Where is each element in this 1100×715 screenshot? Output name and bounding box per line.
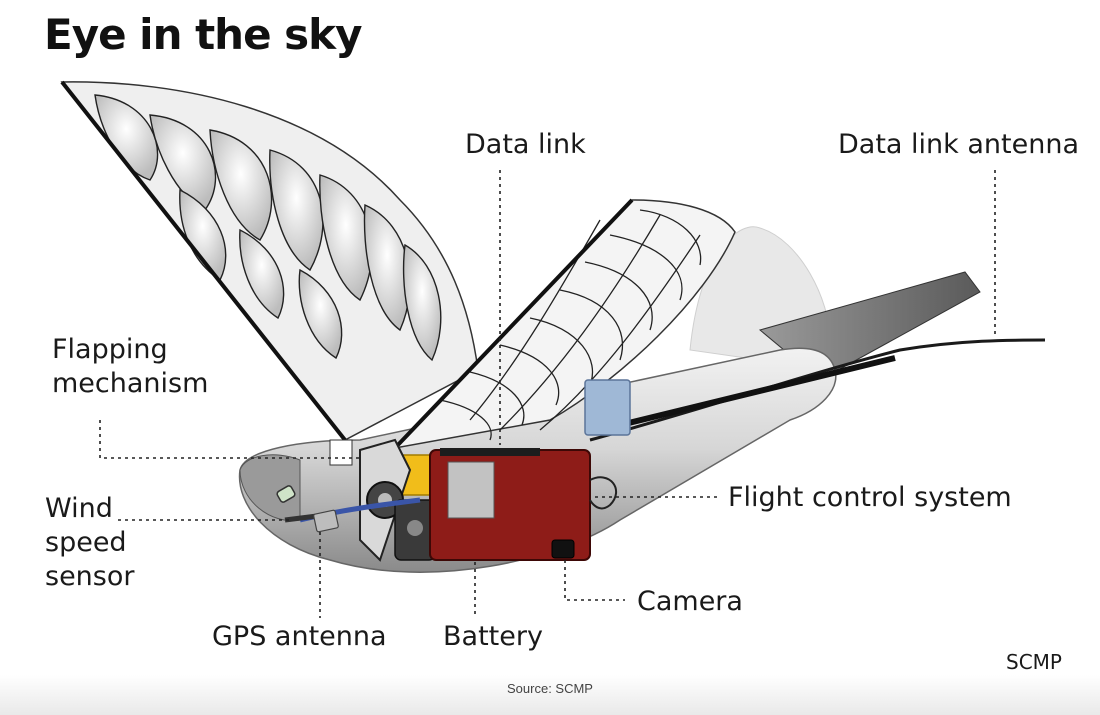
left-wing-feathers: [94, 94, 442, 362]
label-data-link: Data link: [465, 129, 586, 160]
label-wind-speed-sensor: Wind speed sensor: [45, 493, 135, 592]
right-wing-spar: [393, 198, 634, 450]
camera-lens: [551, 539, 575, 559]
label-flapping-mechanism: Flapping mechanism: [52, 334, 209, 399]
label-battery: Battery: [443, 621, 543, 652]
data-link-antenna-cable: [589, 338, 1046, 442]
antenna-black-cable: [599, 355, 896, 433]
brand-credit: SCMP: [1006, 650, 1062, 674]
sensor-window: [276, 485, 296, 503]
label-gps-antenna: GPS antenna: [212, 621, 387, 652]
footer-bar: [0, 675, 1100, 715]
gps-antenna-patch: [313, 509, 339, 533]
flapping-mechanism: [329, 438, 436, 562]
source-caption: Source: SCMP: [507, 681, 593, 696]
left-wing-spar: [60, 80, 347, 442]
page-title: Eye in the sky: [44, 10, 362, 59]
right-wing: [392, 199, 736, 450]
label-flight-control-system: Flight control system: [728, 482, 1012, 513]
flight-control-box: [429, 448, 617, 561]
data-link-module: [584, 379, 631, 436]
leader-camera: [564, 560, 625, 601]
label-camera: Camera: [637, 586, 743, 617]
leader-flapping: [99, 420, 362, 459]
label-data-link-antenna: Data link antenna: [838, 129, 1080, 160]
leader-lines: [99, 170, 996, 618]
right-wing-feathers: [439, 209, 702, 441]
